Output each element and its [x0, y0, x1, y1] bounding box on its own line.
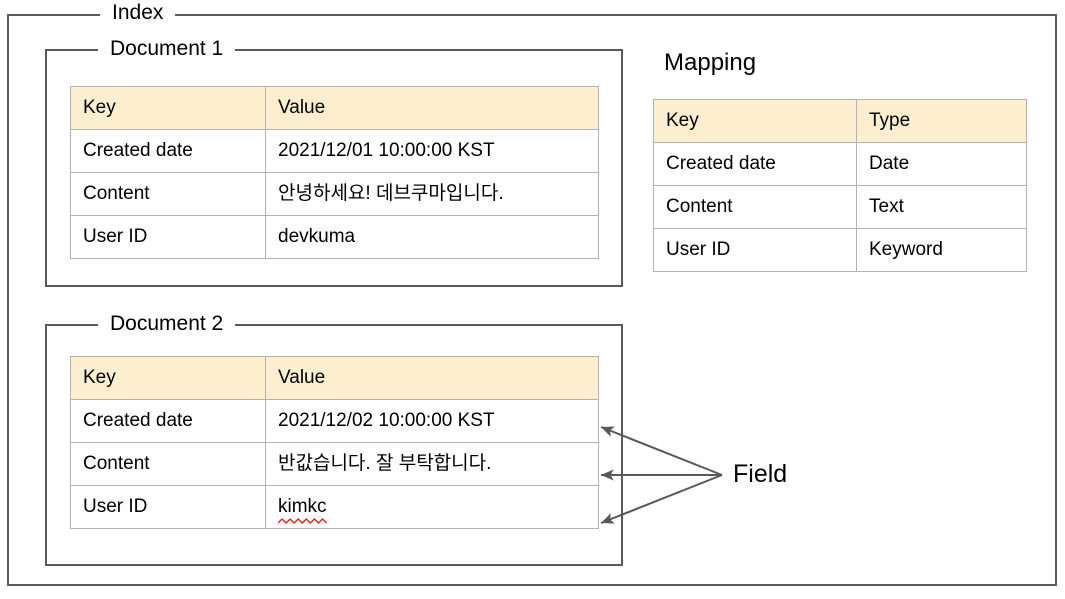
- cell-key: Content: [70, 442, 266, 486]
- document-1-group-box: [45, 49, 623, 287]
- cell-type: Keyword: [856, 228, 1027, 272]
- cell-type: Date: [856, 142, 1027, 186]
- table-row: User ID Keyword: [653, 228, 1027, 272]
- field-annotation-label: Field: [733, 460, 788, 488]
- cell-value: 2021/12/01 10:00:00 KST: [265, 129, 599, 173]
- table-row: Content 반값습니다. 잘 부탁합니다.: [70, 442, 599, 486]
- column-header-key: Key: [70, 356, 266, 400]
- cell-key: User ID: [70, 485, 266, 529]
- table-row: Content 안녕하세요! 데브쿠마입니다.: [70, 172, 599, 216]
- document-2-group-label: Document 2: [98, 311, 236, 337]
- table-row: Content Text: [653, 185, 1027, 229]
- mapping-table: Key Type Created date Date Content Text …: [653, 99, 1027, 272]
- index-group-label: Index: [100, 0, 176, 26]
- mapping-title: Mapping: [664, 49, 757, 76]
- cell-key: Content: [653, 185, 857, 229]
- cell-key: User ID: [70, 215, 266, 259]
- cell-value: 안녕하세요! 데브쿠마입니다.: [265, 172, 599, 216]
- cell-value: 2021/12/02 10:00:00 KST: [265, 399, 599, 443]
- cell-value-misspelled: kimkc: [265, 485, 599, 529]
- document-1-table: Key Value Created date 2021/12/01 10:00:…: [70, 86, 599, 259]
- table-row: Created date 2021/12/02 10:00:00 KST: [70, 399, 599, 443]
- table-row: Created date Date: [653, 142, 1027, 186]
- cell-value: devkuma: [265, 215, 599, 259]
- column-header-key: Key: [653, 99, 857, 143]
- table-header-row: Key Value: [70, 356, 599, 400]
- cell-type: Text: [856, 185, 1027, 229]
- table-row: User ID kimkc: [70, 485, 599, 529]
- cell-key: Created date: [653, 142, 857, 186]
- cell-key: Content: [70, 172, 266, 216]
- index-group-box: [7, 14, 1057, 586]
- cell-key: Created date: [70, 399, 266, 443]
- table-header-row: Key Value: [70, 86, 599, 130]
- table-header-row: Key Type: [653, 99, 1027, 143]
- misspelled-word-text: kimkc: [278, 496, 327, 517]
- misspelled-word: kimkc: [278, 496, 327, 524]
- cell-key: User ID: [653, 228, 857, 272]
- column-header-key: Key: [70, 86, 266, 130]
- document-1-group-label: Document 1: [98, 36, 236, 62]
- document-2-table: Key Value Created date 2021/12/02 10:00:…: [70, 356, 599, 529]
- table-row: User ID devkuma: [70, 215, 599, 259]
- column-header-value: Value: [265, 86, 599, 130]
- spellcheck-squiggle-icon: [278, 518, 327, 524]
- column-header-type: Type: [856, 99, 1027, 143]
- cell-key: Created date: [70, 129, 266, 173]
- cell-value: 반값습니다. 잘 부탁합니다.: [265, 442, 599, 486]
- table-row: Created date 2021/12/01 10:00:00 KST: [70, 129, 599, 173]
- column-header-value: Value: [265, 356, 599, 400]
